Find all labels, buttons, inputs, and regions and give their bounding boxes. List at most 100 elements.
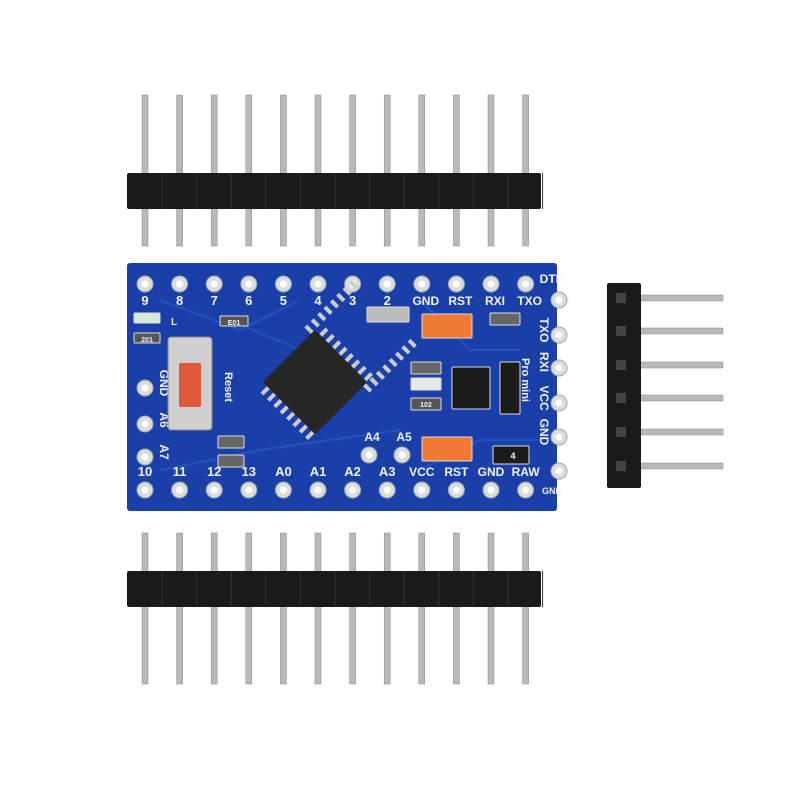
header-pin <box>453 94 460 247</box>
pin-label: A7 <box>157 444 171 460</box>
header-pin <box>141 532 149 685</box>
header-pin <box>522 532 529 685</box>
hole-drill <box>349 486 357 494</box>
hole-drill <box>279 486 287 494</box>
pin-end <box>616 326 626 336</box>
hole-drill <box>141 486 149 494</box>
chip-lead <box>273 398 283 409</box>
chip-lead <box>407 338 417 349</box>
header-pin <box>210 532 218 685</box>
hole-drill <box>555 467 563 475</box>
tantalum-capacitor <box>421 313 473 339</box>
capacitor <box>217 454 245 468</box>
hole-drill <box>418 486 426 494</box>
resistor-code: 102 <box>420 402 432 409</box>
header-pin <box>280 94 287 247</box>
hole-drill <box>141 420 149 428</box>
pin-label: 7 <box>211 293 218 308</box>
pin-label: VCC <box>409 465 435 479</box>
pin-label: TXO <box>537 318 551 343</box>
hole-drill <box>555 331 563 339</box>
hole-drill <box>210 280 218 288</box>
chip-lead <box>394 351 405 361</box>
pin-label: 13 <box>242 464 256 479</box>
header-plastic <box>127 571 541 607</box>
led-label: L <box>171 317 177 328</box>
hole-drill <box>383 280 391 288</box>
led <box>410 377 442 391</box>
reset-button-cap <box>179 363 201 407</box>
pin-label: 8 <box>176 293 183 308</box>
resistor-102 <box>410 397 442 411</box>
pin-label: 5 <box>280 293 287 308</box>
chip-lead <box>323 305 333 315</box>
pin-label-a5: A5 <box>396 430 412 444</box>
header-pin <box>418 94 426 247</box>
pin-end <box>616 360 626 370</box>
hole-drill <box>398 451 406 459</box>
hole-drill <box>487 486 495 494</box>
header-pin <box>176 532 183 685</box>
chip-lead <box>329 299 340 309</box>
hole-drill <box>279 280 287 288</box>
chip-lead <box>317 311 327 322</box>
header-pin <box>349 94 356 247</box>
header-pin <box>383 94 391 247</box>
resistor-code: E01 <box>228 320 241 327</box>
pin-label: 11 <box>173 464 187 479</box>
chip-lead <box>363 372 373 382</box>
header-pin <box>487 532 495 685</box>
header-pin <box>383 532 391 685</box>
header-pin <box>314 532 322 685</box>
hole-drill <box>383 486 391 494</box>
pin-label: VCC <box>537 385 551 411</box>
chip-lead <box>286 411 296 421</box>
hole-drill <box>245 486 253 494</box>
pin-label: TXO <box>517 294 542 308</box>
power-led <box>133 312 161 324</box>
chip-lead <box>388 357 398 368</box>
pin-end <box>616 461 626 471</box>
hole-drill <box>141 280 149 288</box>
pin-label: 12 <box>207 464 221 479</box>
pin-label-gnd: GND <box>542 486 563 496</box>
hole-drill <box>245 280 253 288</box>
resistor-201 <box>133 332 161 344</box>
chip-body <box>263 330 367 434</box>
pin-label: RAW <box>512 465 541 479</box>
chip-lead <box>401 345 411 355</box>
resistor-code: 201 <box>141 337 153 344</box>
pin-label: 3 <box>349 293 356 308</box>
hole-drill <box>555 296 563 304</box>
hole-drill <box>176 280 184 288</box>
hole-drill <box>522 486 530 494</box>
chip-lead <box>342 286 352 296</box>
pin-label: A2 <box>344 464 361 479</box>
header-pin <box>176 94 183 247</box>
header-pin <box>314 94 322 247</box>
capacitor <box>489 312 521 326</box>
right-angle-pin-header <box>607 283 724 488</box>
hole-drill <box>314 280 322 288</box>
chip-lead <box>260 386 270 396</box>
hole-drill <box>141 453 149 461</box>
chip-lead <box>305 430 315 440</box>
chip-lead <box>266 392 277 402</box>
hole-drill <box>314 486 322 494</box>
header-pin <box>453 532 460 685</box>
chip-lead <box>369 377 379 387</box>
header-pin <box>487 94 495 247</box>
chip-lead <box>348 280 359 290</box>
hole-drill <box>365 451 373 459</box>
header-plastic <box>607 283 641 488</box>
pin-label: GND <box>478 465 505 479</box>
chip-lead <box>338 346 348 356</box>
header-pin <box>349 532 356 685</box>
capacitor <box>217 435 245 449</box>
chip-lead <box>336 292 346 303</box>
chip-lead <box>351 359 361 369</box>
hole-drill <box>555 433 563 441</box>
pin-label: 6 <box>245 293 252 308</box>
hole-drill <box>452 280 460 288</box>
